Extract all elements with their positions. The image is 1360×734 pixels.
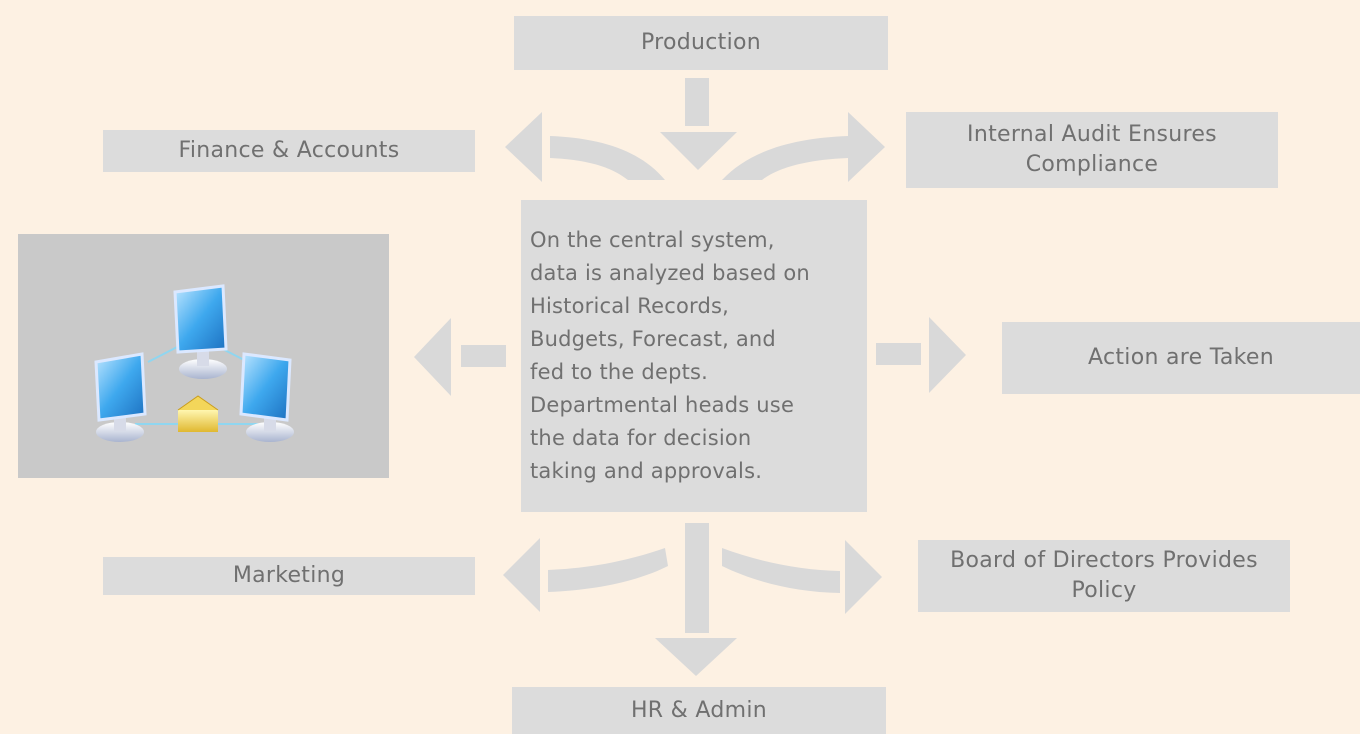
arrow-to-network xyxy=(414,318,506,396)
arrow-to-finance xyxy=(505,112,665,182)
computer-network-icon xyxy=(94,284,294,442)
envelope-icon xyxy=(177,395,219,432)
arrow-to-board xyxy=(722,540,882,614)
network-image-panel xyxy=(18,234,389,478)
computer-top-icon xyxy=(173,284,228,379)
computer-left-icon xyxy=(94,352,147,442)
action-taken-box: Action are Taken xyxy=(1002,322,1360,394)
arrow-to-marketing xyxy=(503,538,668,612)
arrow-to-audit xyxy=(722,112,885,182)
board-of-directors-box: Board of Directors Provides Policy xyxy=(918,540,1290,612)
finance-accounts-box: Finance & Accounts xyxy=(103,130,475,172)
production-box: Production xyxy=(514,16,888,70)
computer-right-icon xyxy=(239,352,294,442)
central-system-box: On the central system, data is analyzed … xyxy=(521,200,867,512)
marketing-box: Marketing xyxy=(103,557,475,595)
arrow-to-action xyxy=(876,317,966,393)
arrow-production-to-center xyxy=(660,78,737,170)
internal-audit-box: Internal Audit Ensures Compliance xyxy=(906,112,1278,188)
arrow-center-to-hr xyxy=(655,523,737,676)
hr-admin-box: HR & Admin xyxy=(512,687,886,734)
